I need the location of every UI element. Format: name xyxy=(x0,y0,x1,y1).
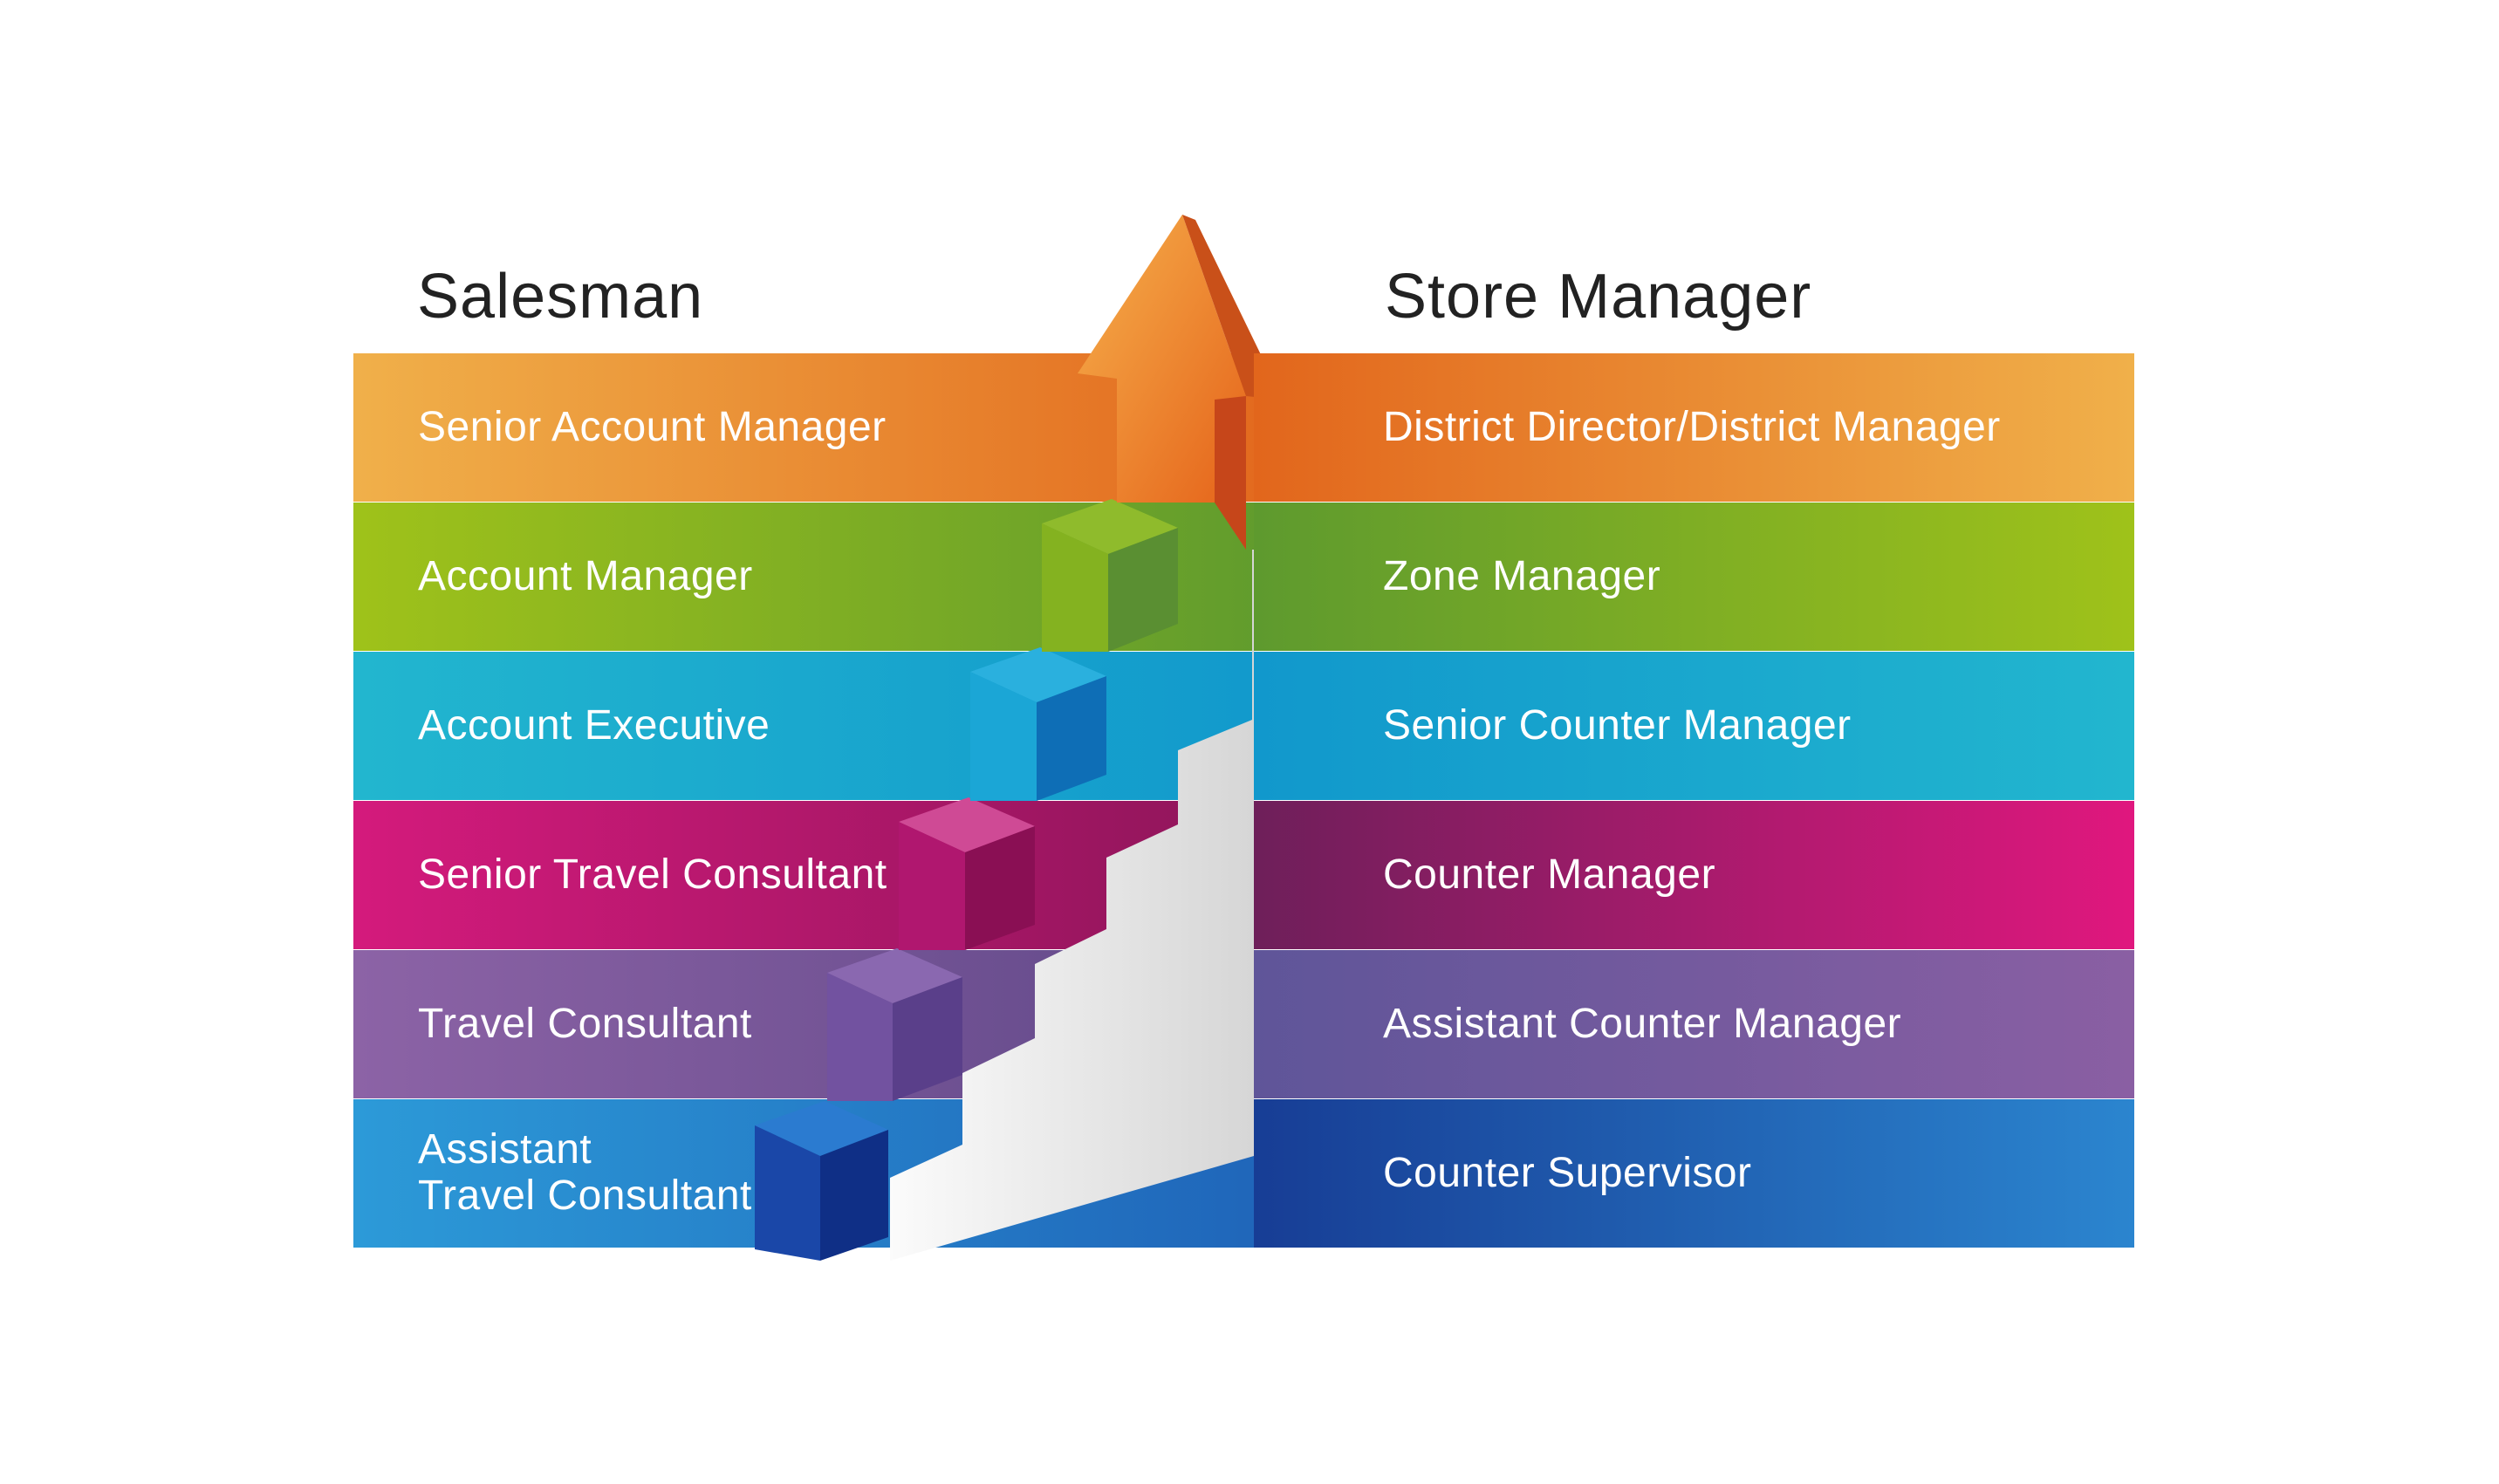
store-manager-level: Senior Counter Manager xyxy=(1254,652,2134,800)
stair-step xyxy=(755,1101,888,1261)
store-manager-level: Zone Manager xyxy=(1254,503,2134,651)
store-manager-level: District Director/District Manager xyxy=(1254,353,2134,502)
stair-step xyxy=(970,647,1106,801)
stair-step xyxy=(1042,499,1178,652)
store-manager-level: Assistant Counter Manager xyxy=(1254,950,2134,1098)
level-label: Account Manager xyxy=(418,552,753,599)
store-manager-level: Counter Manager xyxy=(1254,801,2134,949)
level-label: Counter Manager xyxy=(1383,851,1716,898)
level-label: Senior Travel Consultant xyxy=(418,851,887,898)
level-label: Account Executive xyxy=(418,701,770,749)
stair-step xyxy=(899,797,1035,950)
store-manager-column-title: Store Manager xyxy=(1385,262,1812,332)
level-label: Zone Manager xyxy=(1383,552,1661,599)
level-label: Senior Counter Manager xyxy=(1383,701,1852,749)
salesman-level: Account Executive xyxy=(353,652,1313,800)
stair-steps xyxy=(755,499,1178,1261)
store-manager-level: Counter Supervisor xyxy=(1254,1099,2134,1248)
level-label: District Director/District Manager xyxy=(1383,403,2001,450)
level-label: Travel Consultant xyxy=(418,1000,752,1047)
level-label: Assistant Travel Consultant xyxy=(418,1126,752,1219)
staircase-wall xyxy=(890,550,1254,1261)
level-label: Counter Supervisor xyxy=(1383,1149,1752,1196)
level-label: Assistant Counter Manager xyxy=(1383,1000,1902,1047)
stair-step xyxy=(827,948,962,1101)
level-label: Senior Account Manager xyxy=(418,403,887,450)
up-arrow-icon xyxy=(1078,215,1283,550)
salesman-column-title: Salesman xyxy=(417,262,704,332)
